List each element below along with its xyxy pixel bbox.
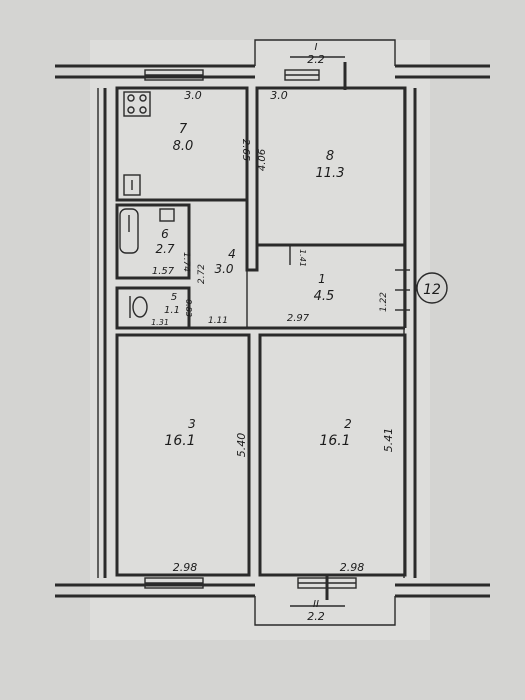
- sink-icon: [123, 174, 141, 196]
- balcony-bottom: [254, 596, 396, 626]
- apartment-number: 12: [423, 282, 441, 298]
- room-3-depth: 5.40: [235, 433, 248, 458]
- room-8-depth: 4.06: [257, 149, 268, 171]
- room-3-width: 2.98: [173, 561, 198, 574]
- room-6-area: 2.7: [155, 242, 174, 256]
- room-7-number: 7: [179, 122, 188, 137]
- room-1-number: 1: [318, 272, 326, 286]
- room-5-area: 1.1: [164, 305, 180, 316]
- windows: [144, 62, 357, 600]
- room-3-area: 16.1: [164, 433, 195, 449]
- room-4-number: 4: [228, 247, 236, 261]
- balcony-top: [254, 39, 396, 66]
- room-3-number: 3: [188, 417, 196, 431]
- room-8-area: 11.3: [316, 166, 345, 181]
- labels: 12 I 2.2 II 2.2 3.0 7 8.0 2.65 3.0 8 11.…: [151, 42, 441, 623]
- washbasin-icon: [159, 208, 175, 222]
- room-6-number: 6: [161, 227, 169, 241]
- balcony-bottom-dim: 2.2: [307, 610, 325, 623]
- room-4-area: 3.0: [214, 262, 233, 276]
- room-walls: [115, 86, 410, 577]
- room-4-width: 1.11: [208, 316, 228, 326]
- room-4-depth: 2.72: [197, 264, 207, 284]
- room-7-width: 3.0: [184, 89, 202, 102]
- room-5-depth: 0.83: [184, 299, 193, 317]
- room-5-width: 1.31: [151, 318, 169, 327]
- room-1-depth: 1.22: [379, 292, 389, 312]
- stove-icon: [123, 91, 151, 117]
- outer-walls: [55, 64, 490, 598]
- room-7-depth: 2.65: [240, 139, 251, 161]
- room-8-width: 3.0: [270, 89, 288, 102]
- balcony-top-number: I: [315, 42, 318, 53]
- room-2-width: 2.98: [340, 561, 365, 574]
- room-7-area: 8.0: [173, 139, 194, 154]
- bathtub-icon: [119, 208, 139, 254]
- room-2-depth: 5.41: [382, 428, 395, 453]
- apartment-marker: [416, 272, 448, 304]
- toilet-icon: [129, 296, 148, 318]
- room-6-width: 1.57: [152, 266, 175, 277]
- room-2-area: 16.1: [319, 433, 350, 449]
- room-1-width: 2.97: [287, 313, 310, 324]
- room-5-number: 5: [171, 292, 177, 303]
- balcony-bottom-number: II: [313, 599, 319, 610]
- room-1-area: 4.5: [314, 289, 335, 304]
- room-6-depth: 1.74: [181, 252, 191, 272]
- balcony-top-dim: 2.2: [307, 53, 325, 66]
- room-2-number: 2: [344, 417, 352, 431]
- room-8-number: 8: [326, 149, 334, 164]
- room-1-extra: 1.41: [298, 249, 307, 267]
